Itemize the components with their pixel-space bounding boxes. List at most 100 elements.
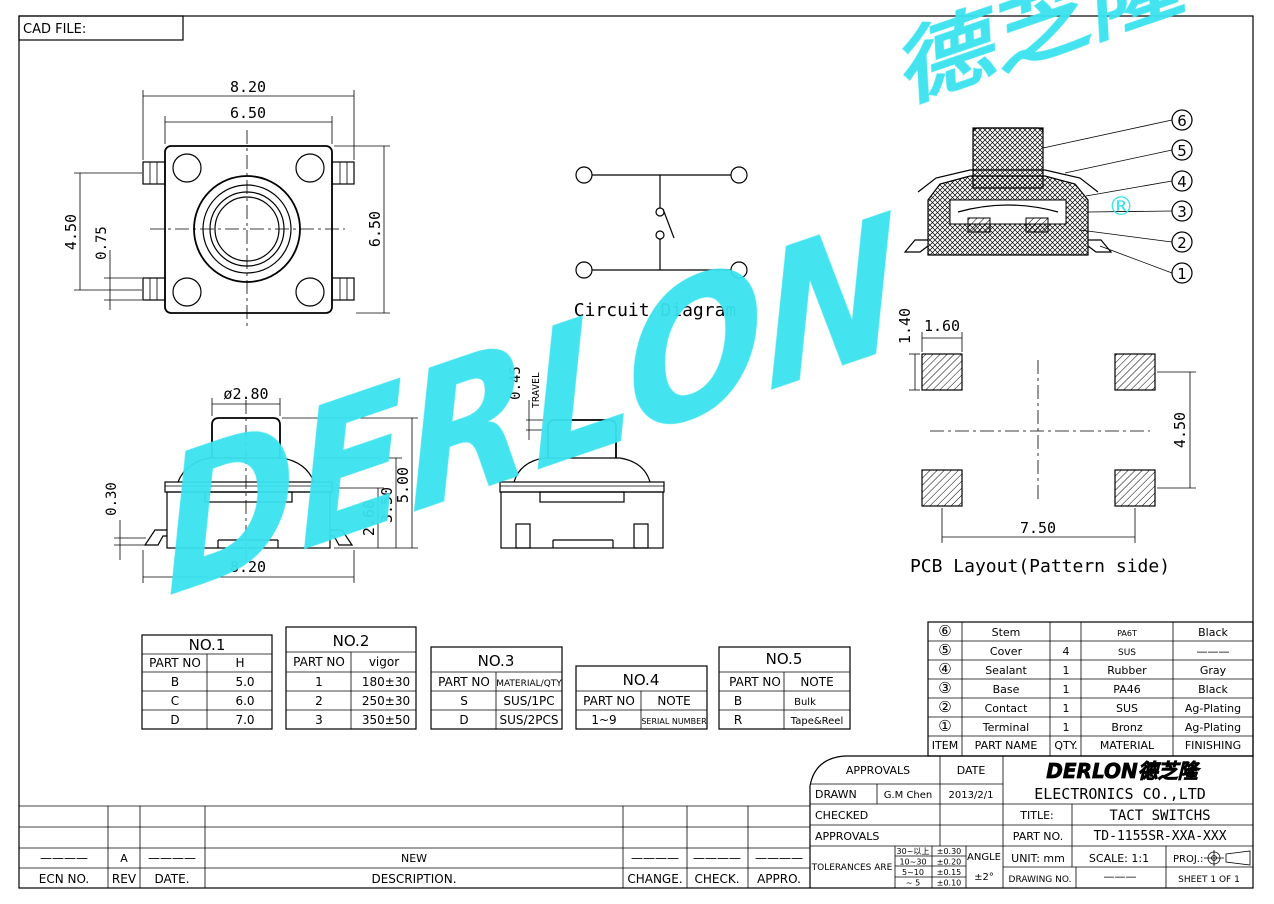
rev-cell: ———— xyxy=(631,851,679,865)
rev-header: ECN NO. xyxy=(39,872,90,886)
table-no1-cell: 6.0 xyxy=(235,694,254,708)
callout-5: 5 xyxy=(1177,142,1187,160)
table-no1-title: NO.1 xyxy=(189,636,226,654)
watermark-cjk: 德芝隆 xyxy=(899,0,1190,122)
tb-logo: DERLON德芝隆 xyxy=(1046,759,1200,783)
watermark-latin: DERLON xyxy=(157,173,905,640)
tb-drawing-no: DRAWING NO. xyxy=(1009,875,1072,885)
tb-title-value: TACT SWITCHS xyxy=(1109,808,1210,824)
bom-header: MATERIAL xyxy=(1100,739,1155,752)
tolerance-cell: ~ 5 xyxy=(906,879,920,888)
dim-side-base: 8.20 xyxy=(230,558,266,576)
table-no3-header-1: MATERIAL/QTY xyxy=(496,679,562,689)
rev-header: CHANGE. xyxy=(627,872,682,886)
bom-cell: ——— xyxy=(1197,645,1230,658)
dim-pcb-pitch-x: 7.50 xyxy=(1020,519,1056,537)
dim-side-h1: 5.00 xyxy=(394,467,412,503)
bom-cell: ④ xyxy=(938,660,951,678)
sheet-border xyxy=(18,15,1254,889)
table-no2-cell: 180±30 xyxy=(362,675,410,689)
dim-travel-value: 0.45 xyxy=(508,366,524,400)
tolerance-cell: ±0.20 xyxy=(937,858,962,867)
tb-checked: CHECKED xyxy=(815,809,868,822)
tb-part-no-value: TD-1155SR-XXA-XXX xyxy=(1093,829,1226,844)
rev-header: CHECK. xyxy=(694,872,739,886)
tb-proj: PROJ.: xyxy=(1173,854,1203,865)
bom-cell: ⑥ xyxy=(938,622,951,640)
table-no5-cell: R xyxy=(734,713,742,727)
callout-3: 3 xyxy=(1177,203,1187,221)
table-no2-cell: 250±30 xyxy=(362,694,410,708)
side-view: ø2.80 8.20 5.00 3.50 2.60 0.30 xyxy=(104,385,418,583)
table-no4: NO.4 PART NO NOTE 1~9 SERIAL NUMBER xyxy=(575,665,708,730)
tolerance-cell: 10~30 xyxy=(899,858,926,867)
table-no5-cell: B xyxy=(734,694,742,708)
pcb-caption: PCB Layout(Pattern side) xyxy=(910,556,1170,577)
tb-company: ELECTRONICS CO.,LTD xyxy=(1034,785,1206,803)
tb-drawn-date: 2013/2/1 xyxy=(949,790,994,801)
bom-cell: Ag-Plating xyxy=(1185,702,1241,715)
bom-cell: Ag-Plating xyxy=(1185,721,1241,734)
travel-view: 0.45 TRAVEL xyxy=(499,366,665,549)
callout-4: 4 xyxy=(1177,173,1187,191)
top-view: 8.20 6.50 4.50 0.75 6.50 xyxy=(62,78,390,330)
tolerance-cell: ±0.30 xyxy=(937,847,962,856)
tolerance-cell: 30~以上 xyxy=(897,847,930,856)
tb-drawn: DRAWN xyxy=(815,788,857,801)
table-no2-cell: 350±50 xyxy=(362,713,410,727)
bom-cell: Terminal xyxy=(982,721,1030,734)
bom-cell: Contact xyxy=(985,702,1028,715)
table-no4-title: NO.4 xyxy=(623,671,660,689)
bom-cell: Rubber xyxy=(1107,664,1147,677)
bom-cell: ③ xyxy=(938,679,951,697)
callout-6: 6 xyxy=(1177,112,1187,130)
bom-cell: PA46 xyxy=(1113,683,1140,696)
rev-header: REV xyxy=(112,872,137,886)
bom-cell: Gray xyxy=(1200,664,1227,677)
dim-side-diameter: ø2.80 xyxy=(223,385,268,403)
bom-cell: Black xyxy=(1198,626,1228,639)
table-no4-cell: 1~9 xyxy=(591,713,616,727)
bom-cell: 1 xyxy=(1063,702,1070,715)
table-no1-cell: D xyxy=(170,713,179,727)
table-no2-header-0: PART NO xyxy=(293,655,345,669)
table-no3-cell: SUS/2PCS xyxy=(500,713,559,727)
title-block: APPROVALS DATE DRAWN G.M Chen 2013/2/1 C… xyxy=(809,755,1253,888)
tb-approvals: APPROVALS xyxy=(846,764,910,777)
rev-cell: ———— xyxy=(40,851,88,865)
tb-date: DATE xyxy=(957,764,986,777)
table-no3-title: NO.3 xyxy=(478,652,515,670)
tb-unit: UNIT: mm xyxy=(1011,852,1065,865)
table-no4-header-1: NOTE xyxy=(657,694,690,708)
table-no3-cell: SUS/1PC xyxy=(503,694,554,708)
table-no3-cell: S xyxy=(460,694,468,708)
section-view: 6 5 4 3 2 1 xyxy=(903,109,1193,284)
table-no5-title: NO.5 xyxy=(766,650,803,668)
bom-cell: ② xyxy=(938,698,951,716)
bom-cell: Stem xyxy=(992,626,1021,639)
bom-cell: Base xyxy=(993,683,1020,696)
tb-scale: SCALE: 1:1 xyxy=(1089,852,1149,865)
table-no1-header-0: PART NO xyxy=(149,656,201,670)
tb-part-no-label: PART NO. xyxy=(1013,830,1063,843)
dim-side-lead: 0.30 xyxy=(104,482,120,516)
rev-cell: ———— xyxy=(148,851,196,865)
bom-cell: Cover xyxy=(990,645,1023,658)
circuit-diagram: Circuit Diagram xyxy=(574,166,748,321)
bom-cell: ⑤ xyxy=(938,641,951,659)
table-no2-cell: 1 xyxy=(315,675,323,689)
table-no1: NO.1 PART NO H B 5.0 C 6.0 D 7.0 xyxy=(141,634,273,730)
tb-angle-label: ANGLE xyxy=(967,852,1001,863)
projection-symbol-icon xyxy=(1204,850,1251,866)
tb-drawn-by: G.M Chen xyxy=(884,790,933,801)
table-no5-header-0: PART NO xyxy=(729,675,781,689)
table-no2-header-1: vigor xyxy=(369,655,399,669)
dim-pcb-pad-height: 1.40 xyxy=(896,308,914,344)
table-no4-cell: SERIAL NUMBER xyxy=(641,717,707,726)
rev-cell: NEW xyxy=(401,852,427,865)
table-no3-cell: D xyxy=(459,713,468,727)
tb-title-label: TITLE: xyxy=(1019,809,1053,822)
bom-header: ITEM xyxy=(932,739,958,752)
bom-cell: Black xyxy=(1198,683,1228,696)
